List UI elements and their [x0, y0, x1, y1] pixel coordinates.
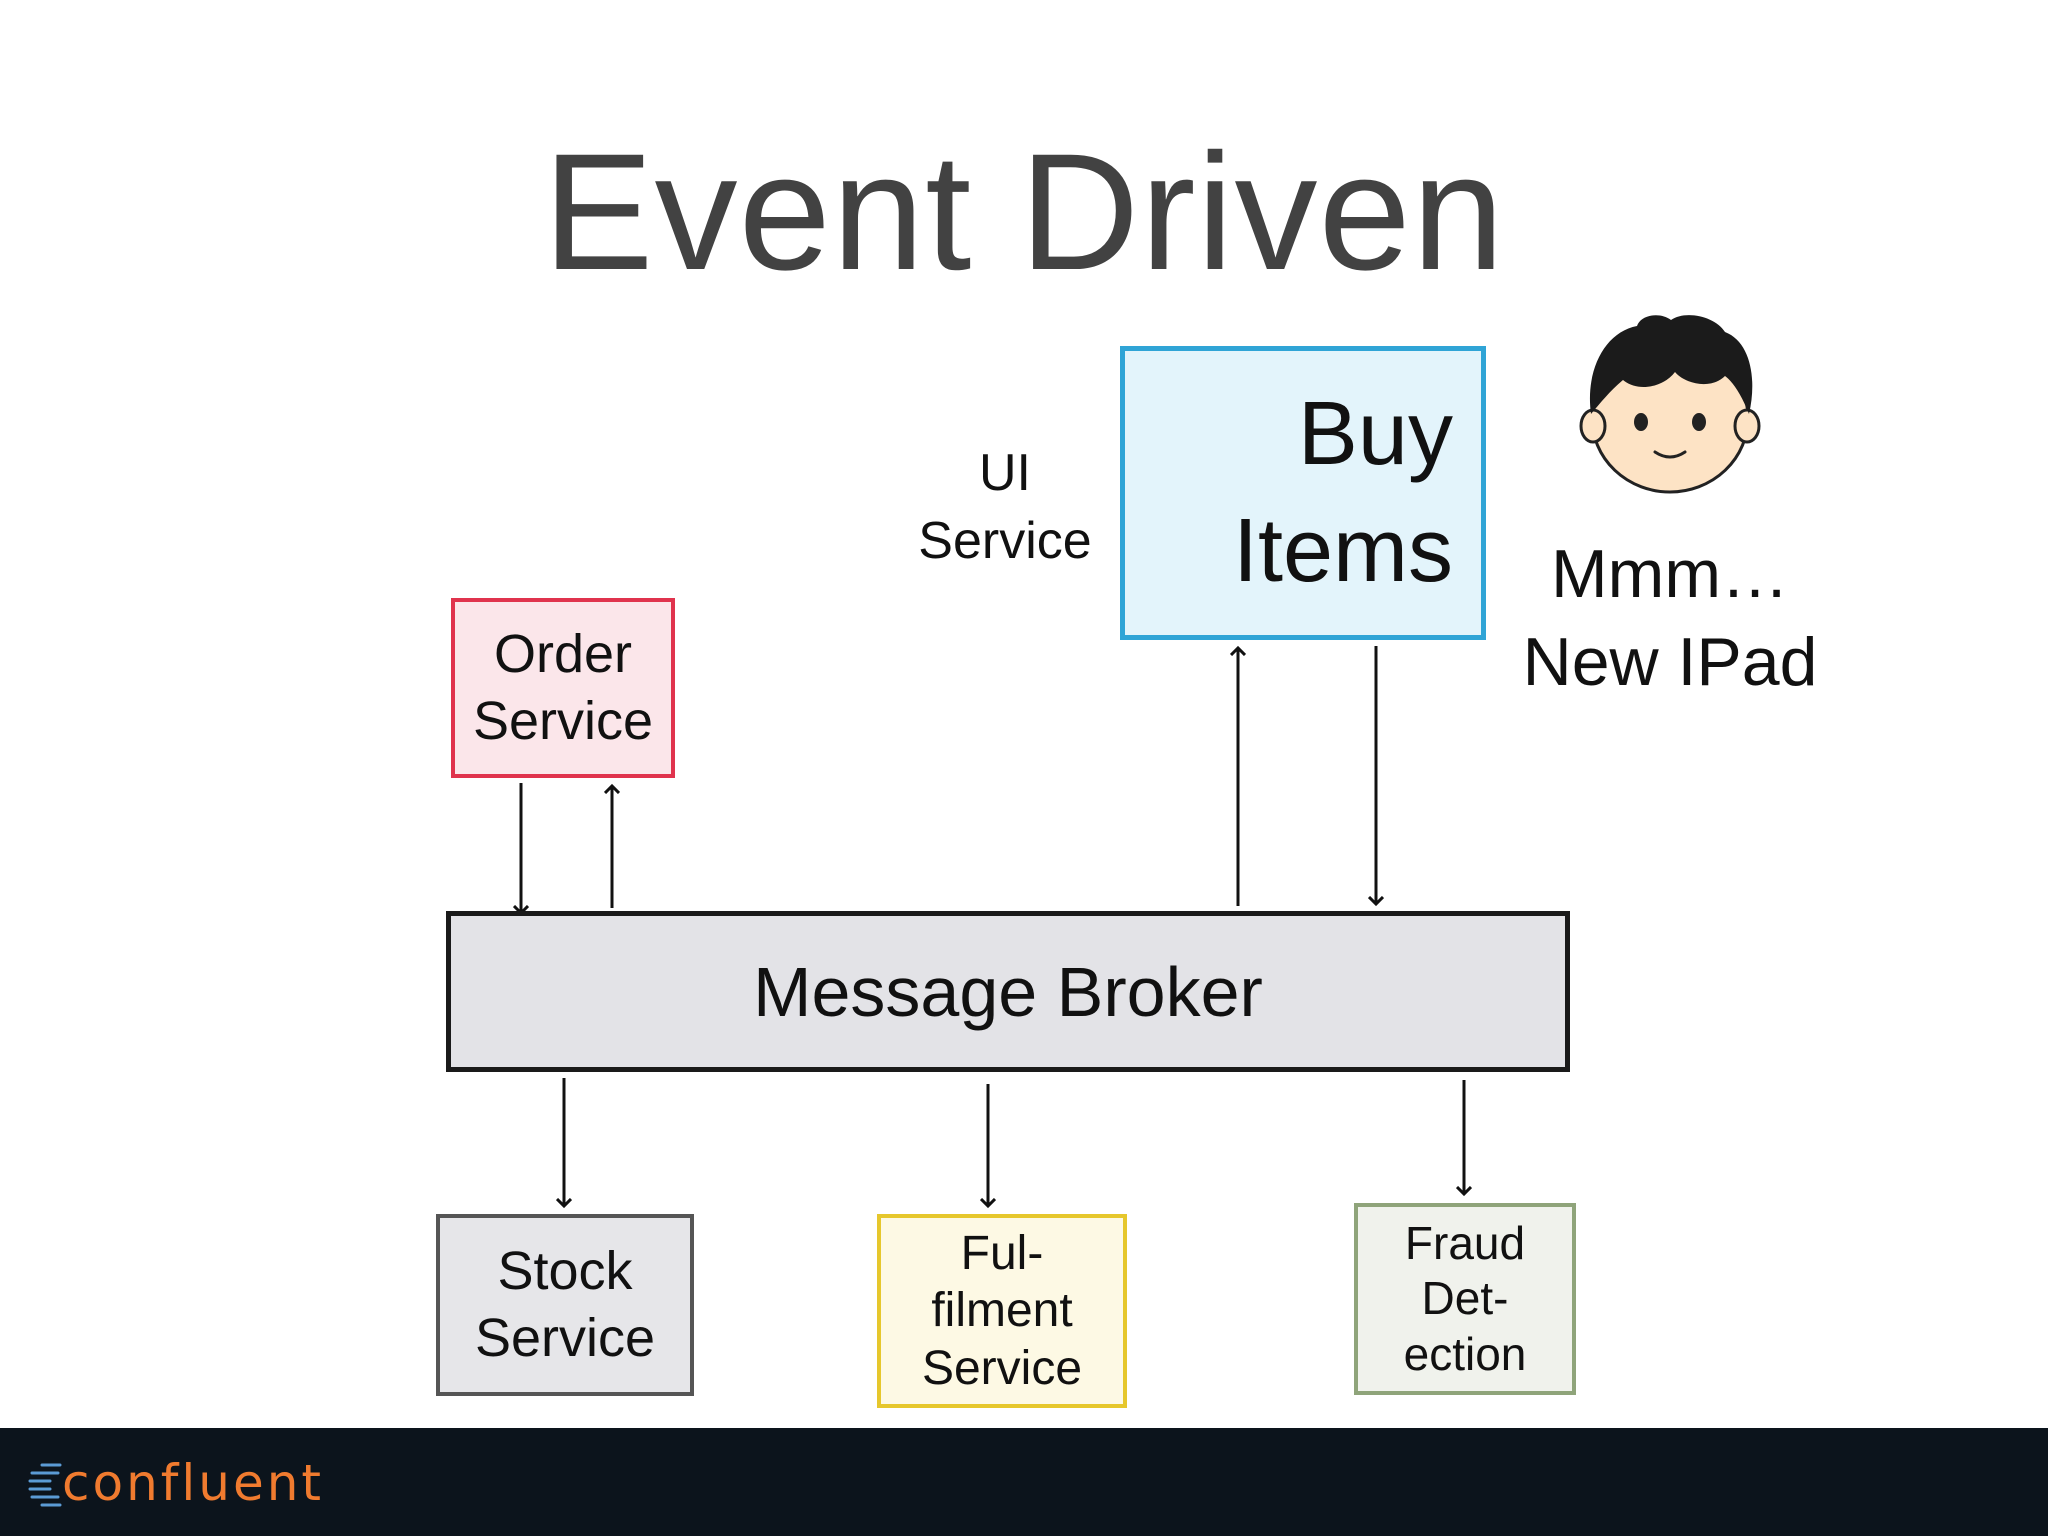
- stock-service-line2: Service: [474, 1308, 656, 1368]
- fulfilment-line2: filment: [931, 1284, 1073, 1338]
- footer-bar: [0, 1428, 2048, 1536]
- ui-service-label: UI Service: [900, 440, 1110, 575]
- message-broker-box: Message Broker: [446, 911, 1570, 1072]
- fraud-detection-box: Fraud Det- ection: [1354, 1203, 1576, 1395]
- fulfilment-service-box: Ful- filment Service: [877, 1214, 1127, 1408]
- fulfilment-line3: Service: [921, 1341, 1083, 1395]
- order-service-line2: Service: [472, 691, 654, 751]
- ui-service-label-line2: Service: [918, 511, 1092, 570]
- order-service-line1: Order: [493, 623, 633, 684]
- stock-service-box: Stock Service: [436, 1214, 694, 1396]
- ui-box-line1: Buy: [1297, 384, 1453, 484]
- ui-service-label-line1: UI: [979, 444, 1031, 502]
- confluent-logo: confluent: [28, 1454, 325, 1512]
- stock-service-line1: Stock: [497, 1240, 633, 1301]
- thought-line1: Mmm…: [1551, 536, 1789, 612]
- customer-avatar-icon: [1579, 315, 1761, 494]
- customer-thought: Mmm… New IPad: [1480, 530, 1860, 707]
- ui-service-box: Buy Items: [1120, 346, 1486, 640]
- fraud-line1: Fraud: [1404, 1217, 1526, 1270]
- page-title: Event Driven: [542, 120, 1506, 305]
- ui-box-line2: Items: [1232, 501, 1453, 601]
- fulfilment-line1: Ful-: [960, 1226, 1044, 1280]
- order-service-box: Order Service: [451, 598, 675, 778]
- confluent-logo-text: confluent: [62, 1454, 325, 1512]
- message-broker-label: Message Broker: [753, 952, 1263, 1031]
- fraud-line2: Det-: [1421, 1272, 1509, 1325]
- confluent-logo-icon: [28, 1463, 62, 1507]
- fraud-line3: ection: [1403, 1327, 1527, 1380]
- thought-line2: New IPad: [1522, 624, 1818, 701]
